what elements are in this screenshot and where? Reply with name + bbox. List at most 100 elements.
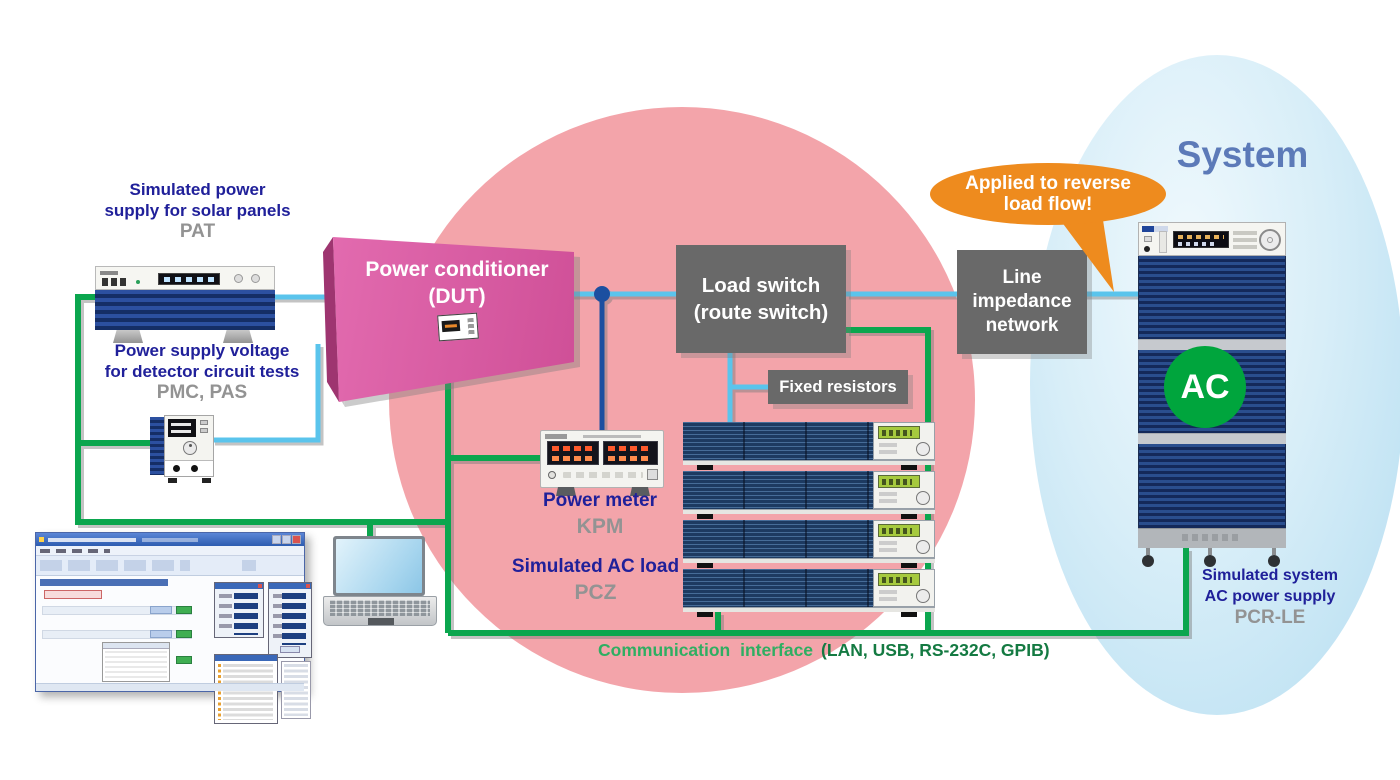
power-meter-model: KPM <box>576 515 624 538</box>
control-laptop <box>323 534 437 630</box>
ac-load-label: Simulated AC load PCZ <box>498 554 693 606</box>
software-run-button[interactable] <box>176 606 192 614</box>
software-data-table <box>102 642 170 682</box>
power-meter-foot <box>556 487 576 496</box>
load-lcd <box>878 573 920 586</box>
comm-prefix: Communication interface <box>598 640 814 660</box>
load-switch-line1: Load switch <box>701 274 821 297</box>
solar-label-line2: supply for solar panels <box>104 201 291 220</box>
pcr-power-button <box>1144 246 1150 252</box>
comm-suffix: (LAN, USB, RS-232C, GPIB) <box>821 640 1050 660</box>
solar-psu-knob2 <box>251 274 260 283</box>
solar-psu-buttons <box>102 278 128 286</box>
minimize-button-icon[interactable] <box>272 535 281 544</box>
software-alert-tab <box>44 590 102 599</box>
ac-load-unit <box>683 471 935 520</box>
software-run-button[interactable] <box>176 656 192 664</box>
window-icon <box>39 537 44 542</box>
detector-psu-foot <box>168 478 177 483</box>
line-impedance-box: Line impedance network <box>957 250 1087 354</box>
close-button-icon[interactable] <box>292 535 301 544</box>
load-knob <box>916 491 930 505</box>
power-meter-keys <box>563 472 643 478</box>
pcr-knob <box>1259 229 1281 251</box>
software-section-header <box>40 579 168 586</box>
solar-psu-logo <box>100 271 118 275</box>
ac-load-unit <box>683 422 935 471</box>
close-icon[interactable] <box>306 584 310 588</box>
power-meter-power-button <box>548 471 556 479</box>
comm-interface-label: Communication interface (LAN, USB, RS-23… <box>598 640 1050 661</box>
ac-load-unit <box>683 569 935 618</box>
power-meter-display-left <box>547 441 599 465</box>
solar-psu-front-panel <box>95 266 275 290</box>
callout-text: Applied to reverse load flow! <box>928 173 1168 215</box>
load-lcd <box>878 426 920 439</box>
callout-line2: load flow! <box>1003 194 1093 215</box>
software-toolbar[interactable] <box>36 556 304 576</box>
detector-psu-foot <box>202 478 211 483</box>
dut-display-buttons <box>467 317 475 336</box>
ac-badge-text: AC <box>1180 367 1230 406</box>
power-meter-body <box>540 430 664 488</box>
solar-psu-foot <box>113 330 143 343</box>
software-statusbar <box>36 683 304 691</box>
system-title: System <box>1176 134 1309 175</box>
lin-line2: impedance <box>972 291 1072 312</box>
ac-load-rack <box>683 422 935 622</box>
pcr-button <box>1144 236 1152 242</box>
detector-psu-button <box>200 420 208 425</box>
detector-psu-knob <box>183 441 197 455</box>
power-meter-logo <box>545 434 567 439</box>
power-conditioner-box: Power conditioner (DUT) <box>320 230 574 410</box>
power-meter-display-right <box>603 441 658 465</box>
caster-wheel <box>1142 548 1154 567</box>
dut-label-line1: Power conditioner <box>365 258 549 281</box>
detector-psu-button <box>200 428 208 433</box>
power-meter-device <box>540 430 664 496</box>
reverse-load-callout: Applied to reverse load flow! <box>928 162 1172 302</box>
dut-label-line2: (DUT) <box>428 285 486 308</box>
close-icon[interactable] <box>258 584 262 588</box>
ac-badge: AC <box>1164 346 1246 428</box>
load-knob <box>916 540 930 554</box>
software-field[interactable] <box>150 606 172 614</box>
pcr-module <box>1138 444 1286 528</box>
lin-line3: network <box>985 315 1059 336</box>
pcr-vent <box>1182 534 1242 541</box>
load-switch-box: Load switch (route switch) <box>676 245 846 353</box>
detector-psu-terminal-strip <box>165 460 213 476</box>
software-run-button[interactable] <box>176 630 192 638</box>
binding-post <box>173 465 180 472</box>
fixed-resistors-box: Fixed resistors <box>768 370 908 404</box>
system-supply-label: Simulated system AC power supply PCR-LE <box>1190 565 1350 628</box>
system-supply-line1: Simulated system <box>1201 567 1339 584</box>
ac-load-name: Simulated AC load <box>511 556 680 577</box>
dialog-button[interactable] <box>280 646 300 653</box>
software-menubar[interactable] <box>36 546 304 556</box>
laptop-keyboard <box>330 600 430 616</box>
dut-display-screen <box>441 319 461 333</box>
software-titlebar <box>36 533 304 546</box>
solar-psu-heatsink <box>95 290 275 330</box>
pcr-divider <box>1138 339 1286 350</box>
detector-model: PMC, PAS <box>156 382 248 403</box>
software-content <box>36 576 312 724</box>
load-switch-line2: (route switch) <box>693 301 829 324</box>
software-screenshot <box>35 532 312 724</box>
ac-load-unit <box>683 520 935 569</box>
system-supply-model: PCR-LE <box>1234 607 1306 628</box>
power-lines <box>212 291 1145 443</box>
power-meter-name: Power meter <box>542 490 658 511</box>
power-meter-titlebar <box>583 435 641 438</box>
detector-supply-label: Power supply voltage for detector circui… <box>78 340 326 403</box>
dut-label: Power conditioner (DUT) <box>348 256 566 310</box>
solar-psu-foot <box>223 330 253 343</box>
solar-model: PAT <box>179 221 216 242</box>
system-supply-line2: AC power supply <box>1204 588 1336 605</box>
maximize-button-icon[interactable] <box>282 535 291 544</box>
software-field[interactable] <box>150 630 172 638</box>
solar-psu-display <box>158 273 220 285</box>
detector-psu-display <box>168 419 196 437</box>
